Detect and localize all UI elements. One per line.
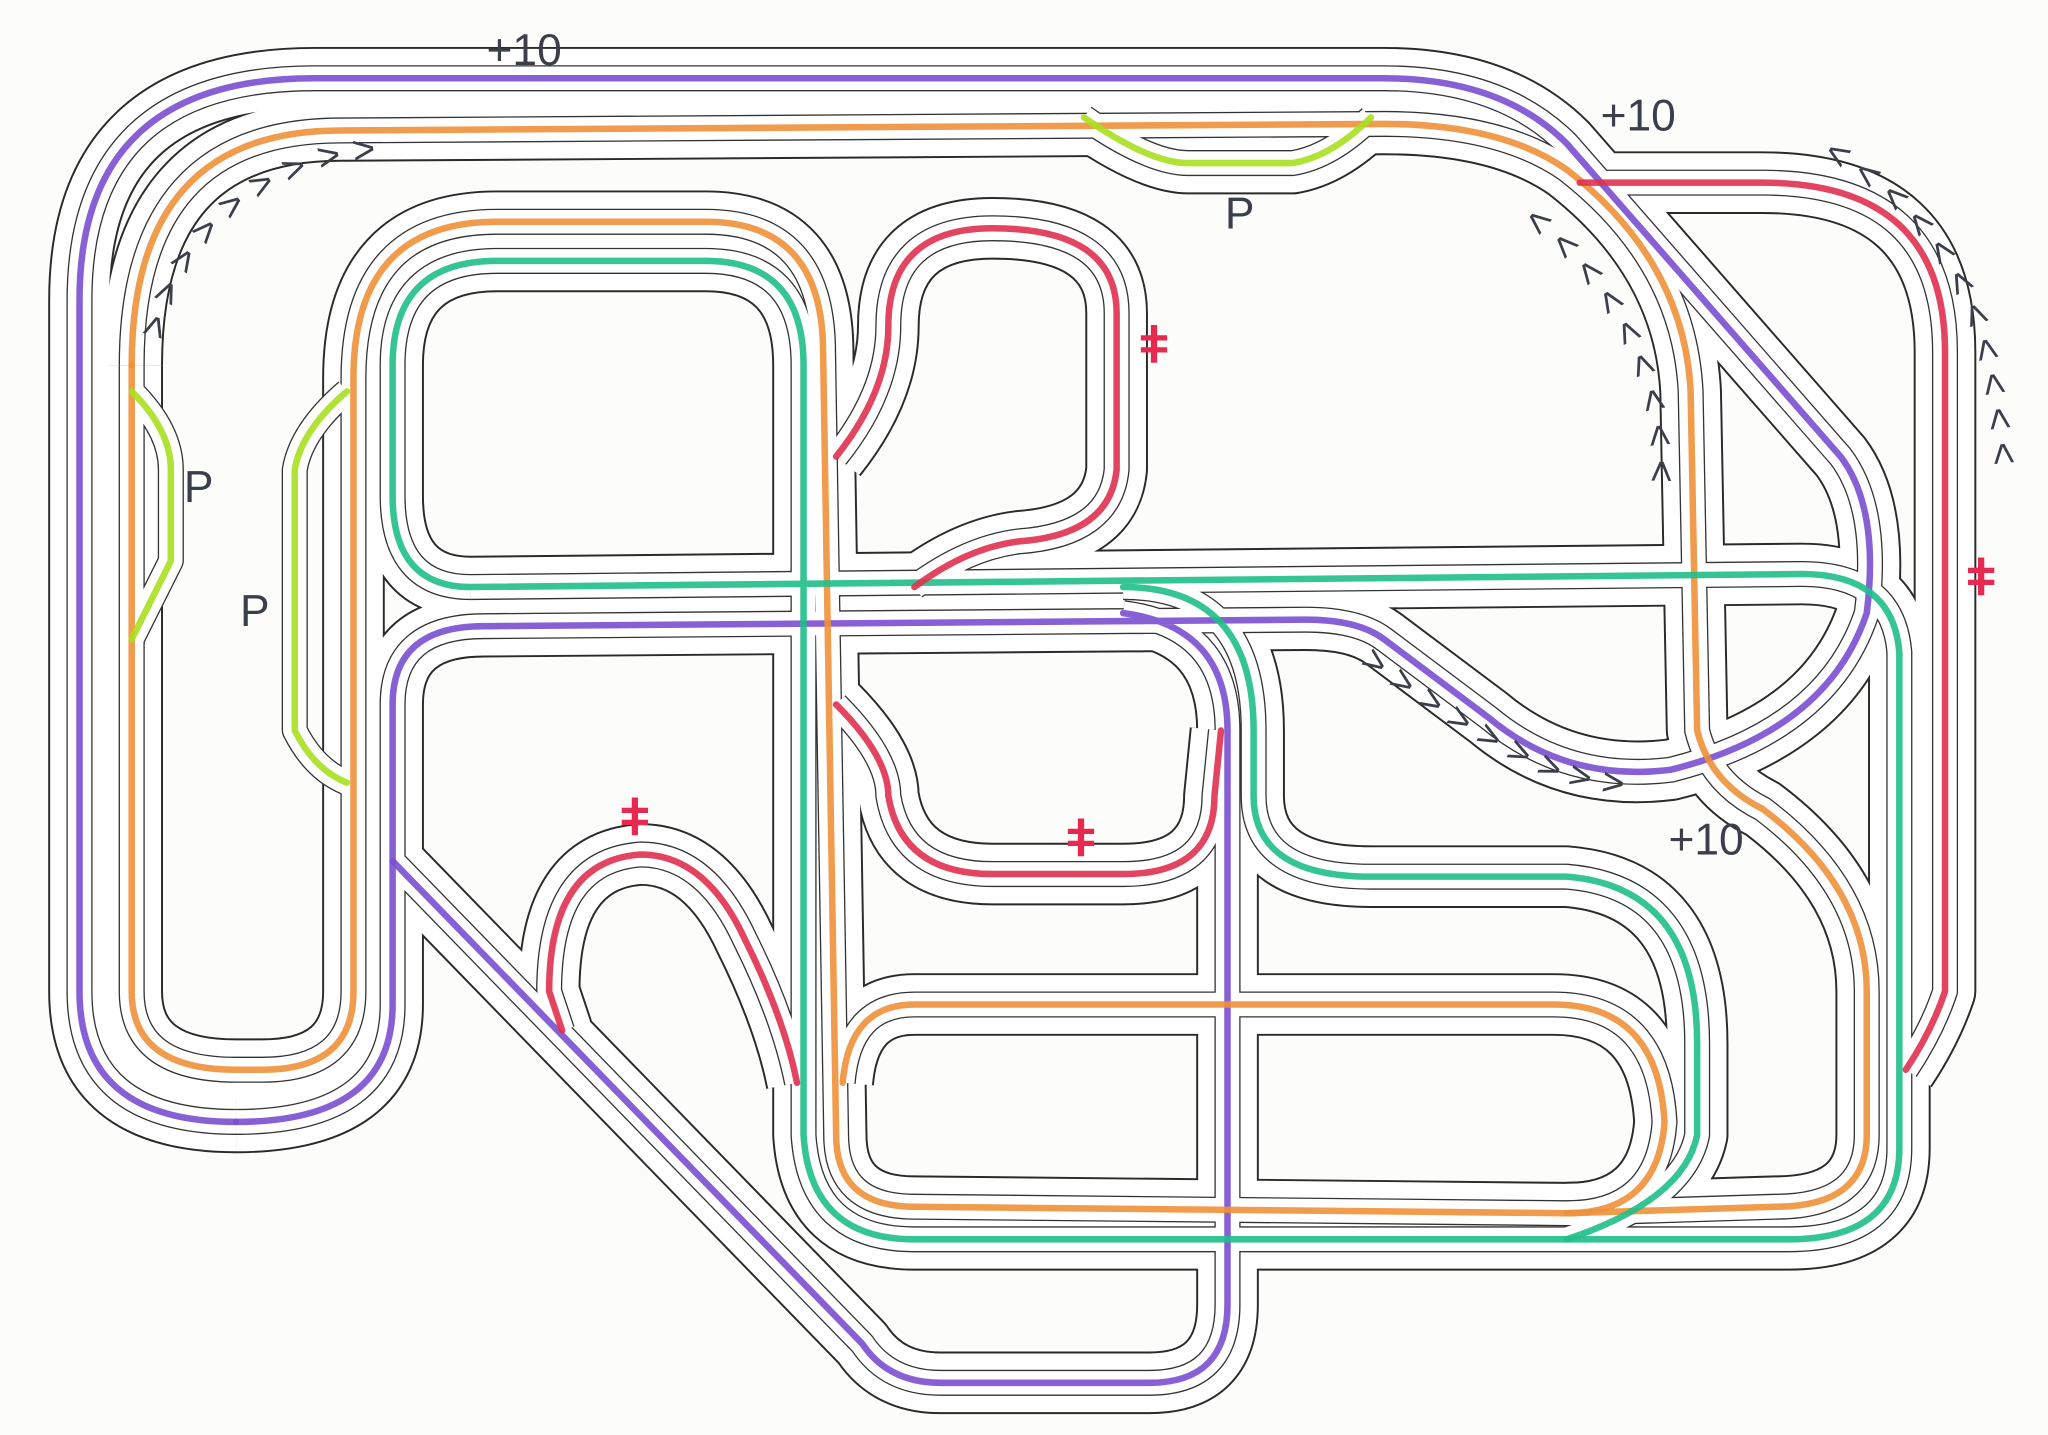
- chevron-arrow-icon: >>>>>>>>>: [1353, 638, 1627, 807]
- pit-label-left-outer: P: [184, 463, 214, 512]
- hash-mark: ǂ: [1066, 810, 1096, 868]
- bonus-label-middle: +10: [1668, 815, 1743, 864]
- pit-label-left-inner: P: [240, 587, 270, 636]
- hash-mark: ǂ: [1966, 549, 1997, 607]
- direction-chevrons-middle: >>>>>>>>>: [1353, 638, 1639, 807]
- bonus-label-right: +10: [1601, 91, 1676, 140]
- bonus-label-top: +10: [487, 26, 562, 75]
- pit-label-top: P: [1225, 189, 1255, 238]
- hash-mark: ǂ: [620, 789, 651, 847]
- hash-mark: ǂ: [1139, 317, 1169, 375]
